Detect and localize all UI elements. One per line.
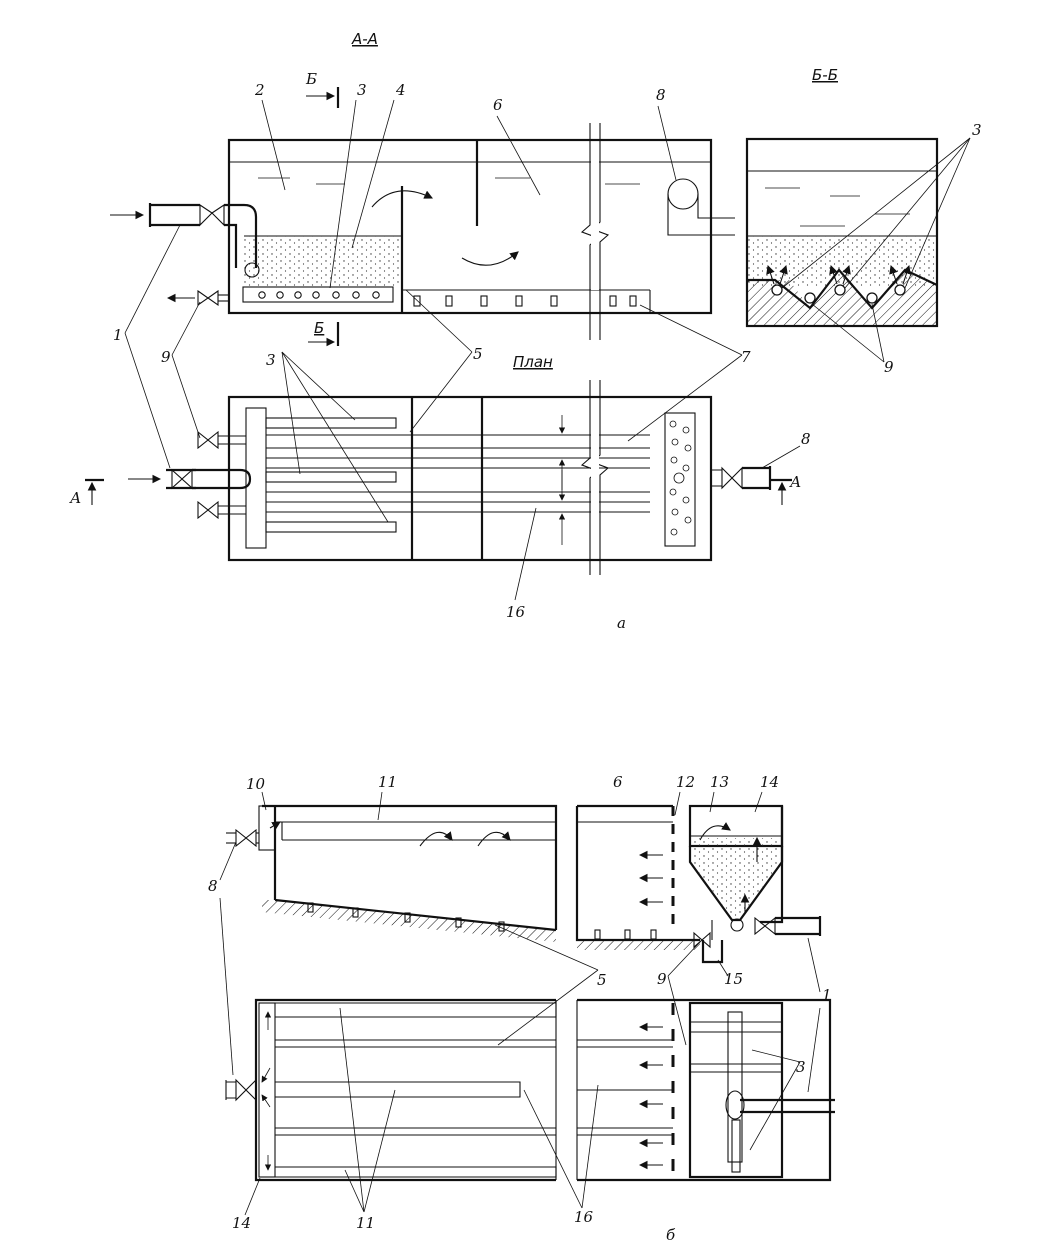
callout-8-plan: 8 (801, 430, 811, 448)
inlet-elbow-b (730, 918, 744, 932)
section-view-b: 10 11 6 12 13 14 8 9 15 5 1 (208, 773, 832, 1093)
callout-9-b: 9 (657, 970, 667, 988)
callout-12: 12 (676, 773, 695, 791)
flow-arrows-plan-b (638, 1022, 663, 1170)
sand-chamber-plan (688, 1001, 784, 1179)
callout-15: 15 (724, 970, 743, 988)
variant-b-label: б (666, 1226, 676, 1244)
section-mark-a-left: А (69, 489, 81, 507)
section-aa-title: А-А (351, 30, 378, 48)
callout-9-plan: 9 (161, 348, 171, 366)
nozzles-3 (766, 264, 911, 296)
plan-title: План (513, 353, 553, 371)
perforated-collector (664, 412, 696, 547)
variant-a-label: а (617, 614, 626, 632)
outlet-box-10 (258, 805, 276, 851)
callout-1: 1 (113, 326, 123, 344)
plan-outline (227, 395, 713, 562)
floor-nozzles-b-right (594, 929, 657, 940)
drain-valve-b (693, 931, 711, 949)
callout-1-b: 1 (822, 986, 832, 1004)
callout-16-a: 16 (506, 603, 526, 621)
callout-6-b: 6 (613, 773, 623, 791)
callout-14-top: 14 (760, 773, 779, 791)
callout-11-top: 11 (378, 773, 397, 791)
pipe-holes (258, 291, 380, 299)
cyclone-plan (725, 1090, 745, 1120)
drain-pipes-9 (804, 292, 878, 304)
sump-15 (701, 940, 724, 964)
outlet-collector (667, 178, 699, 210)
section-aa: А-А (110, 30, 735, 347)
callout-13: 13 (710, 773, 729, 791)
flow-arrow-under (461, 251, 519, 266)
callout-2: 2 (254, 81, 265, 99)
outlet-valve-b (235, 828, 257, 848)
inlet-pipe-plan-b (740, 1098, 835, 1114)
sand-layer (244, 236, 402, 286)
drain-valve (197, 289, 219, 307)
distribution-pipes-plan (265, 417, 397, 533)
flow-arrow-over (371, 190, 433, 208)
plan-view-a: План (69, 224, 811, 632)
outlet-valve-plan (721, 466, 743, 490)
distribution-pipe (242, 286, 394, 303)
inlet-valve-b (754, 916, 776, 936)
bottom-nozzles (413, 295, 637, 307)
callout-8-top: 8 (656, 86, 666, 104)
callout-3-bb: 3 (972, 121, 982, 139)
section-bb-title: Б-Б (812, 66, 838, 84)
callout-4: 4 (395, 81, 406, 99)
plan-b-left-outline (254, 998, 556, 1182)
callout-5: 5 (473, 345, 483, 363)
callout-5-b: 5 (597, 971, 607, 989)
hatched-bottom (747, 270, 937, 326)
callout-8-b: 8 (208, 877, 218, 895)
callout-7: 7 (741, 348, 751, 366)
section-bb: Б-Б 3 9 (745, 66, 982, 376)
elbow-fitting (244, 262, 260, 278)
header-pipe-plan-b (727, 1011, 743, 1163)
tank-outline (227, 138, 713, 315)
callout-3-plan: 3 (266, 351, 276, 369)
callout-6: 6 (493, 96, 503, 114)
callout-3-top: 3 (357, 81, 367, 99)
callout-3-b: 3 (796, 1058, 806, 1076)
section-mark-b-top: Б (305, 70, 317, 88)
trays-11 (275, 1002, 557, 1178)
callout-9-bb: 9 (884, 358, 894, 376)
tank-b-right-outline (575, 804, 700, 942)
callout-11-b: 11 (356, 1214, 375, 1232)
section-mark-b-bottom: Б (314, 319, 324, 337)
plan-b-right-outline (577, 998, 832, 1182)
break-line (580, 123, 600, 340)
tank-b-left-outline (262, 804, 558, 930)
callout-10: 10 (246, 775, 266, 793)
inlet-pipe (150, 203, 200, 227)
section-mark-a-right: А (789, 473, 801, 491)
collector-channel-14 (258, 1002, 276, 1178)
callout-16-b: 16 (574, 1208, 594, 1226)
inlet-valve (199, 203, 225, 227)
callout-14-b: 14 (232, 1214, 251, 1232)
collector-holes (669, 420, 692, 536)
trays-plan (266, 434, 650, 513)
inlet-valves-plan (166, 430, 252, 520)
outlet-valve-plan-b (235, 1078, 257, 1102)
plan-view-b: 14 11 16 3 б (225, 998, 835, 1244)
sand-in-hopper (692, 838, 780, 918)
